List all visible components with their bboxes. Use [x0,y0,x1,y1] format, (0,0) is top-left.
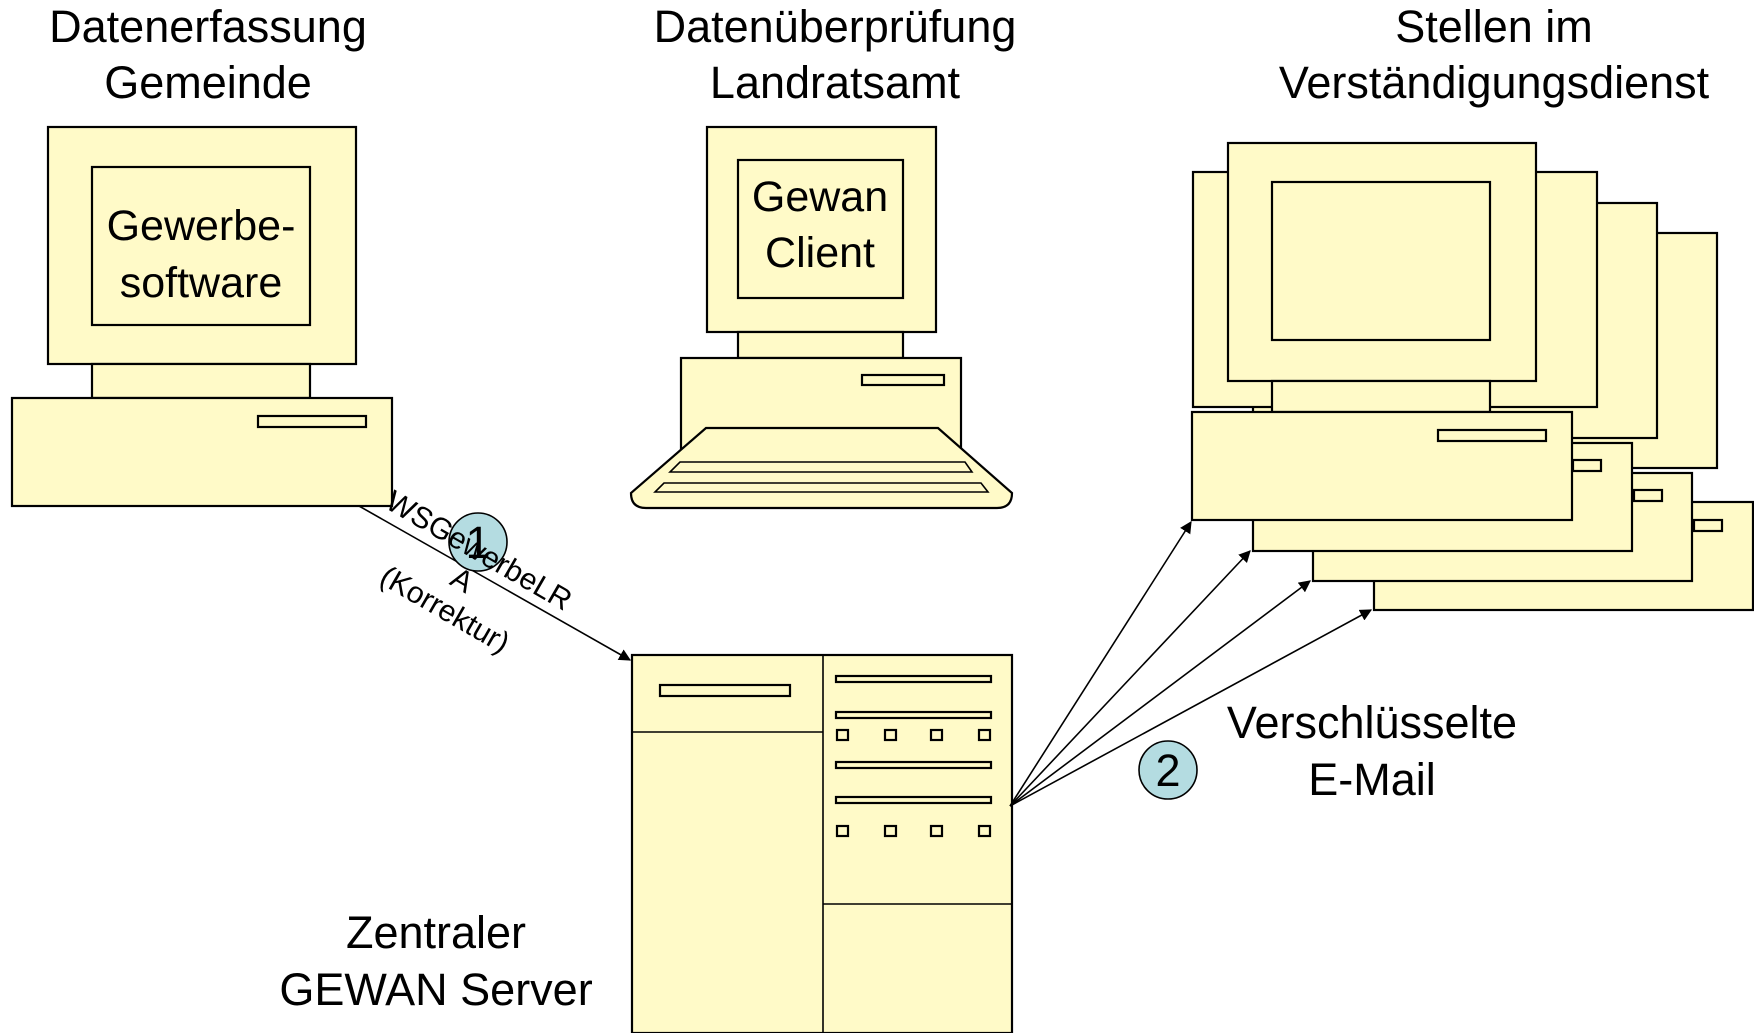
server-drive-slot [658,683,792,698]
step2-arrow-2 [1009,550,1251,807]
step1-badge-number: 1 [465,517,490,568]
recipient-1-drive-slot [1436,428,1548,443]
server-led [977,728,992,742]
server-led [883,728,898,742]
server-led [835,728,850,742]
landratsamt-drive-slot [860,373,946,387]
gewan-server [630,653,1014,1033]
recipient-2-drive-slot [1571,458,1603,473]
landratsamt-screen-line2: Client [765,229,875,277]
step1-connector: 1 WSGewerbeLR A (Korrektur) [358,485,632,661]
gemeinde-screen-line2: software [120,259,283,307]
step2-badge [1138,740,1198,800]
gemeinde-computer: Gewerbe- software [10,125,394,508]
server-label: Zentraler GEWAN Server [279,907,592,1015]
gemeinde-desktop-case [10,396,394,508]
server-led [835,824,850,838]
server-bay-4 [834,795,993,805]
server-bay-3 [834,760,993,770]
step1-badge [448,512,508,572]
server-leds-lower [835,824,992,838]
landratsamt-screen [736,158,905,300]
gemeinde-screen [90,165,312,327]
gemeinde-monitor-stand [90,362,312,400]
server-led [929,824,944,838]
recipient-1-screen [1270,180,1492,342]
recipient-4-drive-slot [1692,518,1724,533]
landratsamt-computer: Gewan Client [629,125,1014,510]
recipient-computer-1 [1190,141,1574,522]
server-leds-upper [835,728,992,742]
step1-arrow [358,505,632,661]
server-led [929,728,944,742]
recipient-1-case [1190,410,1574,522]
heading-gemeinde-line2: Gemeinde [104,57,312,108]
heading-stellen-line2: Verständigungsdienst [1279,57,1710,108]
step2-connectors: 2 Verschlüsselte E-Mail [1009,520,1517,807]
landratsamt-keyboard [629,426,1014,510]
heading-landratsamt-line1: Datenüberprüfung [654,1,1017,52]
heading-stellen: Stellen im Verständigungsdienst [1279,1,1710,108]
step2-arrow-3 [1009,580,1311,807]
landratsamt-key-row-2 [653,482,990,493]
recipient-1-monitor-stand [1270,379,1492,414]
gemeinde-drive-slot [256,414,368,429]
step2-arrow-4 [1009,609,1373,807]
heading-landratsamt: Datenüberprüfung Landratsamt [654,1,1017,108]
landratsamt-key-row-1 [668,461,974,473]
landratsamt-monitor-stand [736,330,905,360]
server-bay-2 [834,710,993,720]
gemeinde-screen-line1: Gewerbe- [107,202,296,250]
heading-landratsamt-line2: Landratsamt [710,57,961,108]
server-label-line1: Zentraler [346,907,526,958]
step2-arrow-1 [1009,520,1192,807]
server-bay-1 [834,674,993,684]
heading-stellen-line1: Stellen im [1395,1,1593,52]
server-led [977,824,992,838]
step2-badge-number: 2 [1155,745,1180,796]
heading-gemeinde: Datenerfassung Gemeinde [49,1,367,108]
recipient-computers [1190,141,1754,612]
landratsamt-screen-line1: Gewan [752,173,888,221]
server-label-line2: GEWAN Server [279,964,592,1015]
heading-gemeinde-line1: Datenerfassung [49,1,367,52]
step1-label: WSGewerbeLR A (Korrektur) [374,485,577,660]
step2-label-line2: E-Mail [1308,754,1436,805]
step2-label-line1: Verschlüsselte [1227,697,1517,748]
server-led [883,824,898,838]
recipient-3-drive-slot [1632,488,1664,503]
